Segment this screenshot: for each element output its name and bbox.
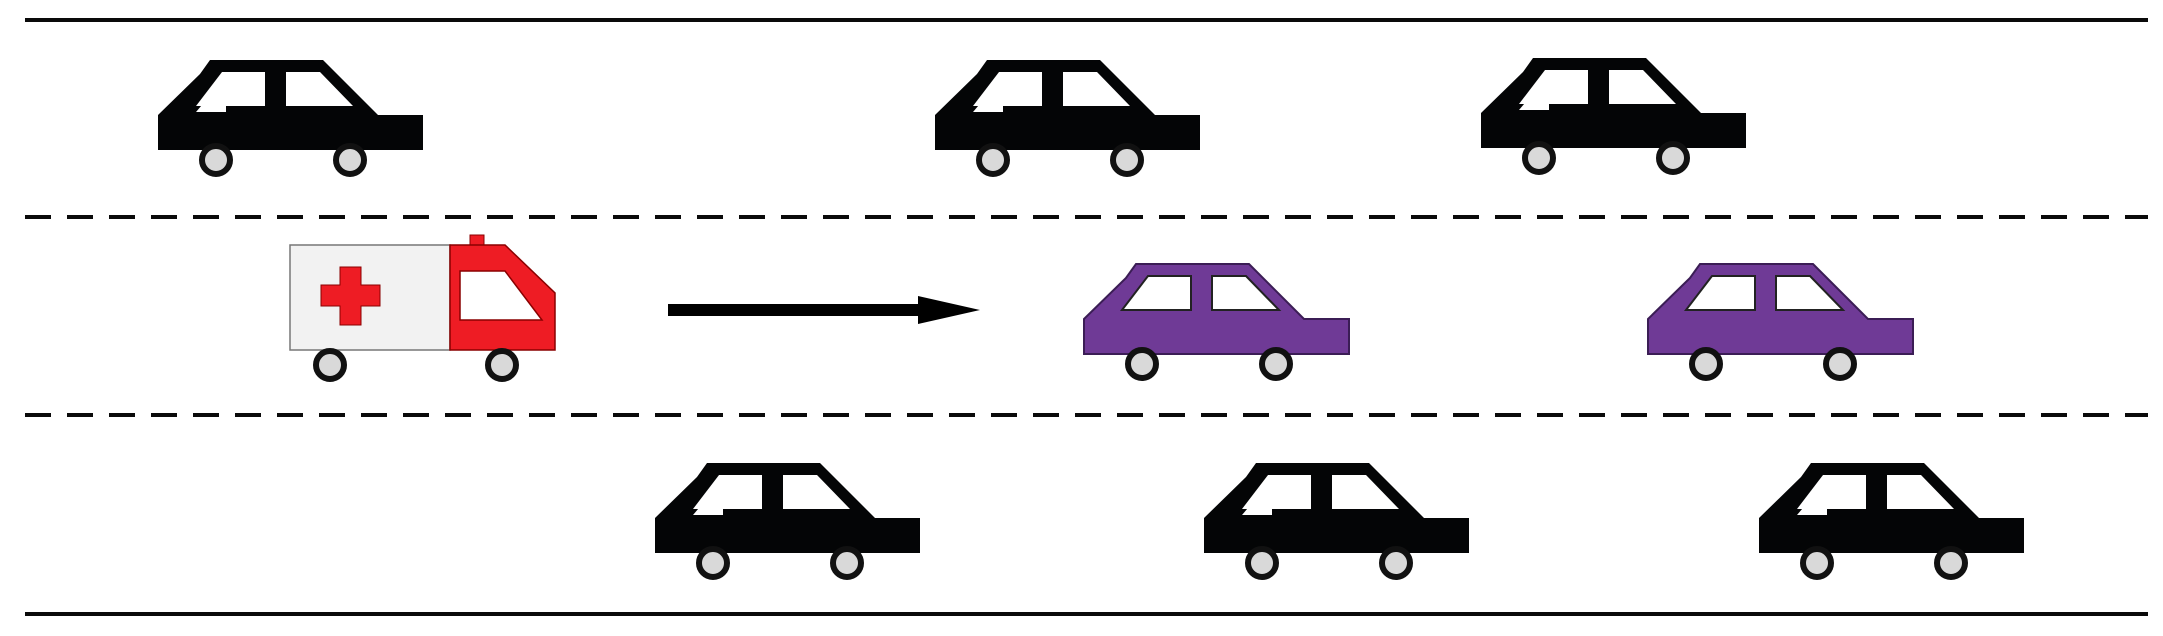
ambulance-icon (289, 234, 556, 382)
ambulance-wheel (485, 348, 519, 382)
ambulance-window (459, 270, 544, 321)
ambulance-wheel (313, 348, 347, 382)
right-arrow-icon (668, 296, 980, 324)
ambulance-cross (320, 266, 381, 326)
